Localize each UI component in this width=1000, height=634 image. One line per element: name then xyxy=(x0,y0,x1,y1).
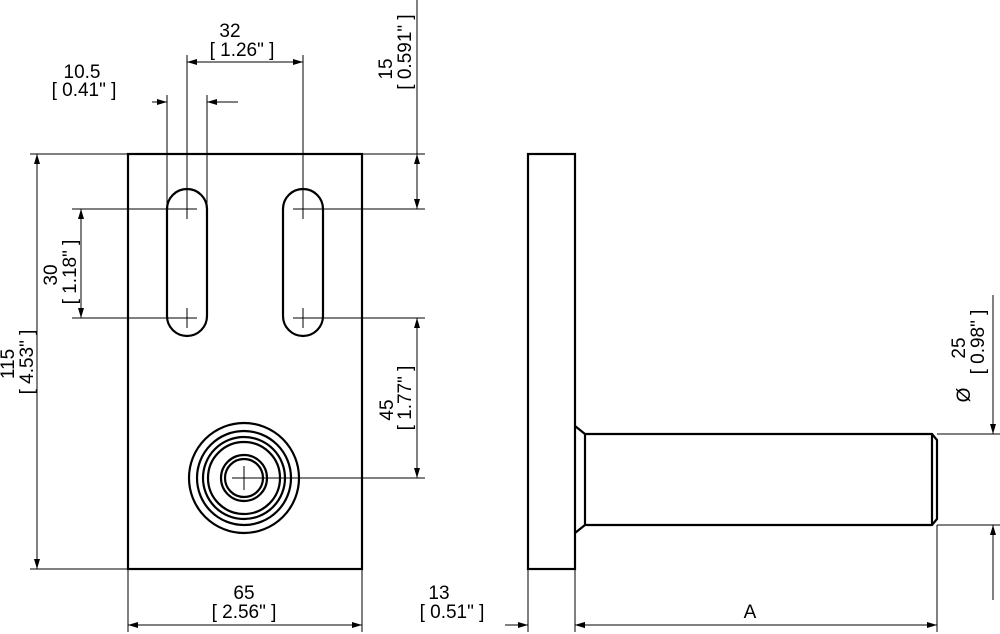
plate-side-outline xyxy=(526,152,577,571)
slot-length-metric: 30 xyxy=(41,264,62,285)
plate-height-imperial: [ 4.53" ] xyxy=(17,330,38,395)
slot-width-metric: 10.5 xyxy=(64,62,101,83)
slot-to-pin-imperial: [ 1.77" ] xyxy=(395,366,416,431)
pin-side-outline xyxy=(574,425,939,534)
top-to-slot-metric: 15 xyxy=(376,58,397,79)
front-extension-lines xyxy=(30,55,425,632)
slot-center-marks xyxy=(177,199,313,328)
pin-diameter-imperial: [ 0.98" ] xyxy=(968,310,989,375)
side-view xyxy=(505,152,1000,632)
slot-spacing-metric: 32 xyxy=(219,21,240,42)
plate-width-imperial: [ 2.56" ] xyxy=(212,602,277,623)
dimension-labels: 32 [ 1.26" ] 10.5 [ 0.41" ] 15 [ 0.591" … xyxy=(0,14,989,623)
side-extension-lines xyxy=(527,433,1000,632)
slot-width-imperial: [ 0.41" ] xyxy=(52,80,117,101)
pin-length-label: A xyxy=(744,602,757,623)
side-dimension-lines xyxy=(505,295,996,628)
pin-diameter-symbol: Ø xyxy=(954,387,975,402)
slot-spacing-imperial: [ 1.26" ] xyxy=(210,40,275,61)
plate-height-metric: 115 xyxy=(0,349,19,379)
plate-thickness-imperial: [ 0.51" ] xyxy=(420,602,485,623)
front-view xyxy=(30,0,425,632)
front-dimension-lines xyxy=(34,0,420,628)
slot-length-imperial: [ 1.18" ] xyxy=(60,240,81,305)
plate-width-metric: 65 xyxy=(233,583,254,604)
mounting-plate-outline xyxy=(126,152,364,571)
pin-diameter-metric: 25 xyxy=(949,337,970,358)
slot-to-pin-metric: 45 xyxy=(377,399,398,420)
top-to-slot-imperial: [ 0.591" ] xyxy=(395,14,416,89)
plate-thickness-metric: 13 xyxy=(428,583,449,604)
